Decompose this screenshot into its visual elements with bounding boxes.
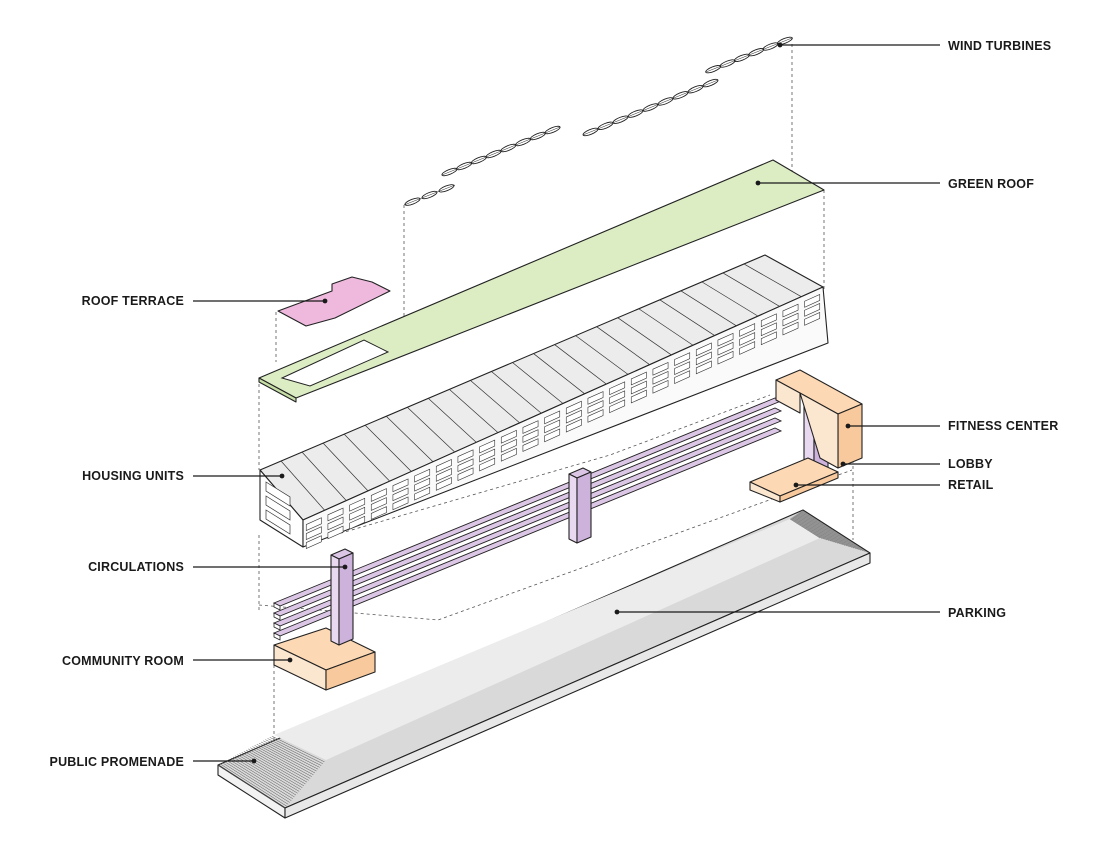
label-green-roof: GREEN ROOF — [948, 177, 1034, 191]
circulation-corridors — [272, 397, 829, 646]
wind-turbines — [403, 36, 793, 206]
label-roof-terrace: ROOF TERRACE — [82, 294, 184, 308]
labels: WIND TURBINES GREEN ROOF ROOF TERRACE HO… — [50, 39, 1059, 769]
community-room-block — [273, 627, 376, 691]
promenade-hatch — [217, 510, 868, 809]
label-parking: PARKING — [948, 606, 1006, 620]
label-fitness-center: FITNESS CENTER — [948, 419, 1058, 433]
fitness-lobby-retail-blocks — [749, 369, 863, 503]
label-public-promenade: PUBLIC PROMENADE — [50, 755, 184, 769]
roof-terrace-plate — [277, 276, 391, 327]
label-housing-units: HOUSING UNITS — [82, 469, 184, 483]
label-lobby: LOBBY — [948, 457, 993, 471]
label-retail: RETAIL — [948, 478, 994, 492]
label-community-room: COMMUNITY ROOM — [62, 654, 184, 668]
housing-units-block — [259, 254, 829, 550]
green-roof-plate — [258, 159, 825, 403]
leader-lines — [193, 42, 940, 764]
label-wind-turbines: WIND TURBINES — [948, 39, 1051, 53]
label-circulations: CIRCULATIONS — [88, 560, 184, 574]
parking-slab — [217, 509, 871, 819]
